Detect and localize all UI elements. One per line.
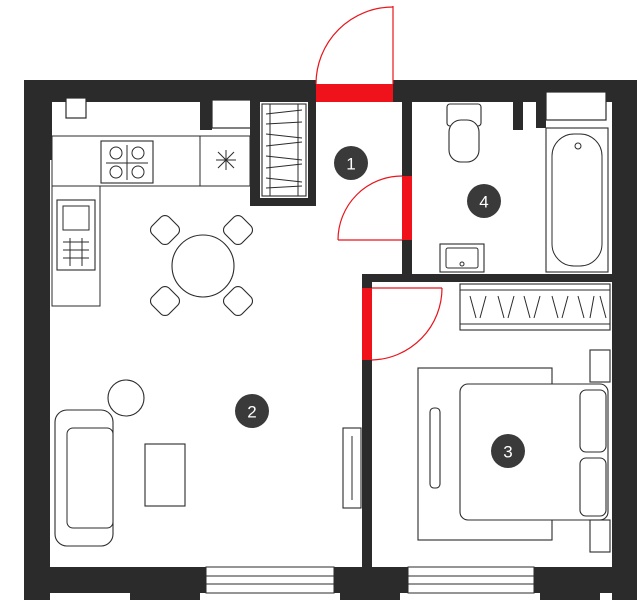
wall-niche-bath (545, 91, 607, 121)
room-label-3: 3 (503, 443, 512, 462)
room-badge-2: 2 (235, 394, 269, 428)
bathroom-door[interactable] (337, 175, 412, 241)
wall-niche-mid (211, 99, 253, 129)
bathtub-icon (545, 127, 609, 273)
sofa-icon (54, 409, 114, 547)
nightstand-icon (589, 349, 611, 553)
tv-icon (342, 427, 362, 509)
toilet-icon (446, 103, 482, 163)
window-bedroom (407, 566, 535, 594)
entrance-door[interactable] (315, 6, 394, 102)
wardrobe-icon (459, 283, 611, 331)
sink-icon (56, 199, 96, 271)
coffee-table-icon (144, 443, 186, 507)
pouf-icon (107, 379, 145, 417)
window-living (205, 566, 335, 594)
wall-niche-left (65, 97, 87, 119)
bedroom-door[interactable] (362, 287, 443, 361)
room-label-4: 4 (479, 193, 488, 212)
fan-icon (216, 150, 236, 170)
dining-table-icon (149, 214, 254, 317)
room-badge-3: 3 (491, 434, 525, 468)
room-badge-1: 1 (334, 146, 368, 180)
room-label-1: 1 (346, 155, 355, 174)
kitchen-counter (51, 135, 251, 307)
room-badge-4: 4 (467, 184, 501, 218)
room-label-2: 2 (247, 403, 256, 422)
hall-wardrobe-icon (261, 103, 307, 197)
bed-icon (417, 367, 609, 541)
stove-icon (100, 140, 154, 184)
bath-sink-icon (439, 243, 485, 273)
